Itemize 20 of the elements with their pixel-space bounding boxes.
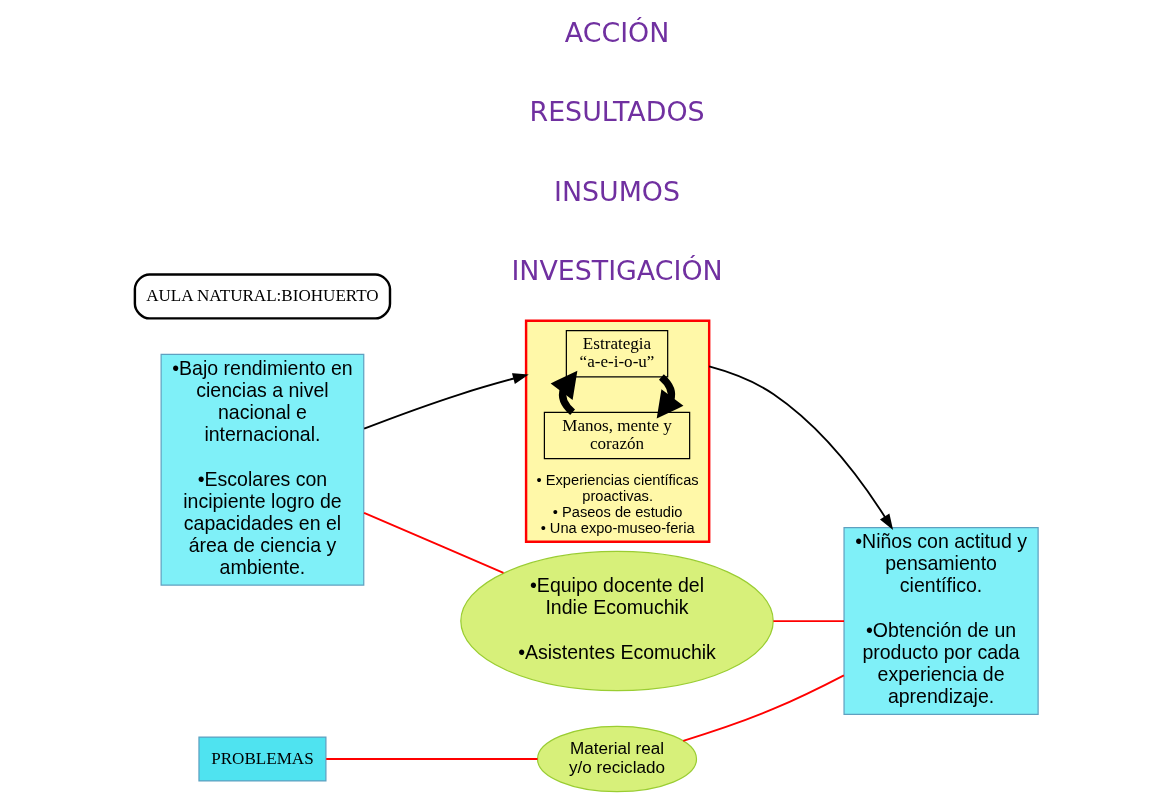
node-box: •Niños con actitud y pensamiento científico. •Obtención de un producto por cada experiencia de aprendizaje. [843, 527, 1039, 716]
arrow [656, 374, 684, 419]
arrow [708, 365, 894, 531]
node-ellipse: Material real y/o reciclado [536, 725, 698, 793]
label: ACCIÓN [564, 17, 670, 48]
connector [772, 620, 845, 622]
node-box: PROBLEMAS [198, 736, 327, 782]
node-box: Manos, mente y corazón [543, 411, 691, 460]
node-box: Estrategia “a-e-i-o-u” [565, 329, 669, 378]
connector [325, 758, 539, 760]
connector [682, 674, 845, 742]
node-box: •Bajo rendimiento en ciencias a nivel nacional e internacional. •Escolares con incipiente logro de capacidades en el área de ciencia y ambiente. [160, 353, 365, 586]
arrow [550, 370, 578, 415]
node-box: AULA NATURAL:BIOHUERTO [133, 273, 392, 320]
label: INVESTIGACIÓN [511, 255, 723, 287]
connector [363, 511, 505, 574]
node-ellipse: •Equipo docente del Indie Ecomuchik •Asistentes Ecomuchik [460, 550, 774, 692]
label: RESULTADOS [529, 96, 705, 128]
label: INSUMOS [554, 175, 681, 207]
arrow [363, 373, 529, 430]
